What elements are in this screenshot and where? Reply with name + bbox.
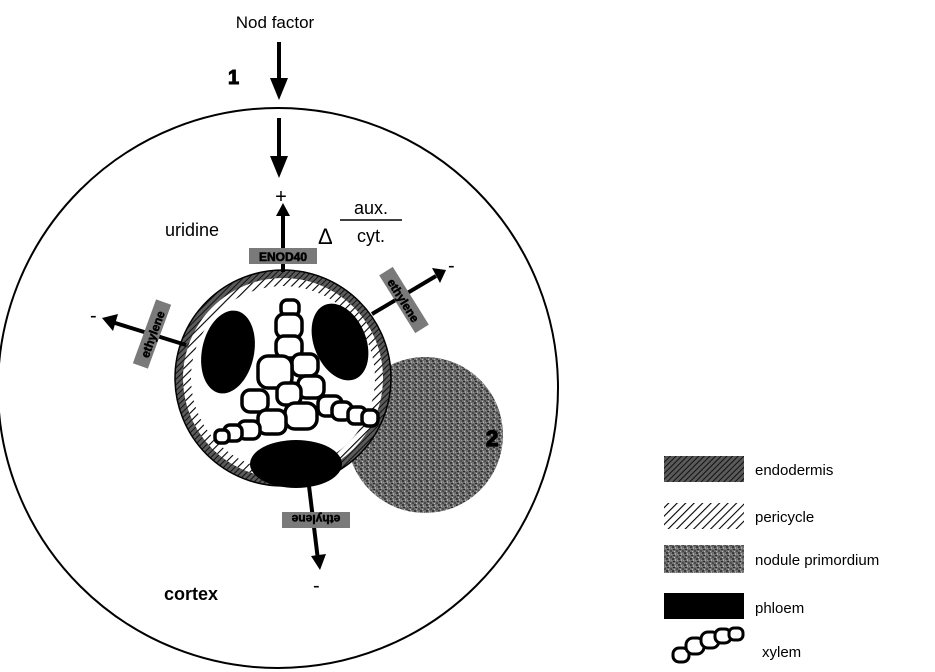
ethylene-tag-left: ethylene xyxy=(133,299,171,368)
legend-label-phloem: phloem xyxy=(755,600,804,617)
ethylene-label-left: ethylene xyxy=(138,309,168,360)
phloem-bottom xyxy=(250,440,342,488)
cyt-label: cyt. xyxy=(357,226,385,246)
aux-label: aux. xyxy=(354,198,388,218)
legend-swatch-endodermis xyxy=(664,456,744,482)
minus-sign-bottom: - xyxy=(313,575,320,597)
nod-factor-arrow-inner xyxy=(270,118,288,178)
legend-swatch-phloem xyxy=(664,593,744,619)
nod-factor-arrow-outer xyxy=(270,42,288,100)
nod-factor-label: Nod factor xyxy=(236,13,315,32)
legend: endodermis pericycle nodule primordium p… xyxy=(664,456,879,662)
plus-sign-top: + xyxy=(275,186,287,208)
legend-label-endodermis: endodermis xyxy=(755,462,833,479)
uridine-label: uridine xyxy=(165,220,219,240)
minus-sign-right: - xyxy=(448,255,455,277)
marker-2: 2 xyxy=(486,426,498,451)
ethylene-tag-bottom: ethylene xyxy=(282,512,350,528)
enod40-tag: ENOD40 xyxy=(249,248,317,264)
ethylene-label-bottom: ethylene xyxy=(291,512,340,526)
ethylene-label-right: ethylene xyxy=(384,276,422,325)
legend-label-nodule-primordium: nodule primordium xyxy=(755,552,879,569)
legend-label-xylem: xylem xyxy=(762,644,801,661)
legend-swatch-nodule-primordium xyxy=(664,545,744,573)
legend-swatch-xylem xyxy=(673,628,743,662)
cortex-label: cortex xyxy=(164,584,218,604)
legend-swatch-pericycle xyxy=(664,503,744,529)
marker-1: 1 xyxy=(228,67,239,89)
ethylene-tag-right: ethylene xyxy=(379,267,429,333)
enod40-label: ENOD40 xyxy=(259,250,307,264)
delta-symbol: Δ xyxy=(318,224,333,249)
minus-sign-left: - xyxy=(90,305,97,327)
legend-label-pericycle: pericycle xyxy=(755,509,814,526)
